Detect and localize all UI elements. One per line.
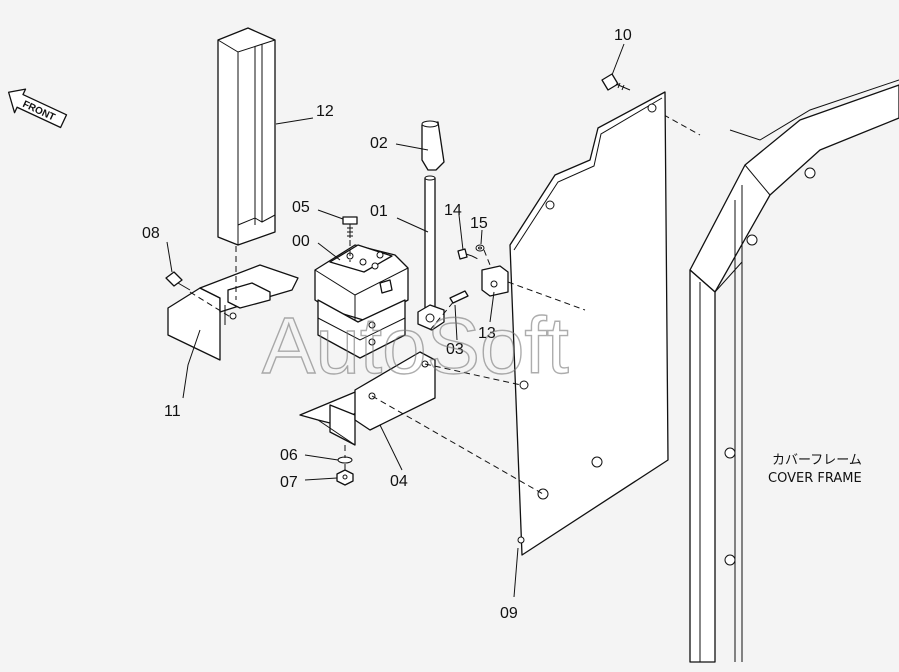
callout-00: 00 bbox=[292, 233, 310, 250]
valve-00 bbox=[314, 244, 409, 359]
cover-frame bbox=[689, 79, 899, 663]
washer-15 bbox=[475, 244, 485, 252]
watermark: AutoSoft bbox=[262, 301, 569, 390]
callout-15: 15 bbox=[470, 215, 488, 232]
callout-06: 06 bbox=[280, 447, 298, 464]
callout-10: 10 bbox=[614, 27, 632, 44]
bracket-11 bbox=[167, 264, 299, 361]
bolt-05 bbox=[342, 216, 358, 238]
callout-03: 03 bbox=[446, 341, 464, 358]
plate-09 bbox=[509, 91, 669, 556]
front-direction-marker: FRONT bbox=[7, 88, 68, 129]
pin-03 bbox=[449, 290, 469, 304]
callout-11: 11 bbox=[164, 403, 181, 420]
callout-07: 07 bbox=[280, 474, 298, 491]
callout-08: 08 bbox=[142, 225, 160, 242]
callout-09: 09 bbox=[500, 605, 518, 622]
lever-01 bbox=[417, 175, 445, 331]
knob-02 bbox=[421, 120, 445, 171]
bolt-10 bbox=[601, 73, 631, 91]
bolt-14 bbox=[457, 248, 473, 260]
callout-02: 02 bbox=[370, 135, 388, 152]
nut-07 bbox=[336, 469, 354, 486]
cover-12 bbox=[217, 27, 276, 246]
callout-14: 14 bbox=[444, 202, 462, 219]
cover-frame-label-en: COVER FRAME bbox=[768, 471, 862, 486]
callout-05: 05 bbox=[292, 199, 310, 216]
bracket-04 bbox=[299, 351, 436, 446]
callout-01: 01 bbox=[370, 203, 388, 220]
cover-frame-label-jp: カバーフレーム bbox=[772, 453, 862, 468]
callout-12: 12 bbox=[316, 103, 334, 120]
bolt-08 bbox=[165, 271, 191, 291]
callout-04: 04 bbox=[390, 473, 408, 490]
callout-13: 13 bbox=[478, 325, 496, 342]
bracket-13 bbox=[481, 265, 509, 297]
